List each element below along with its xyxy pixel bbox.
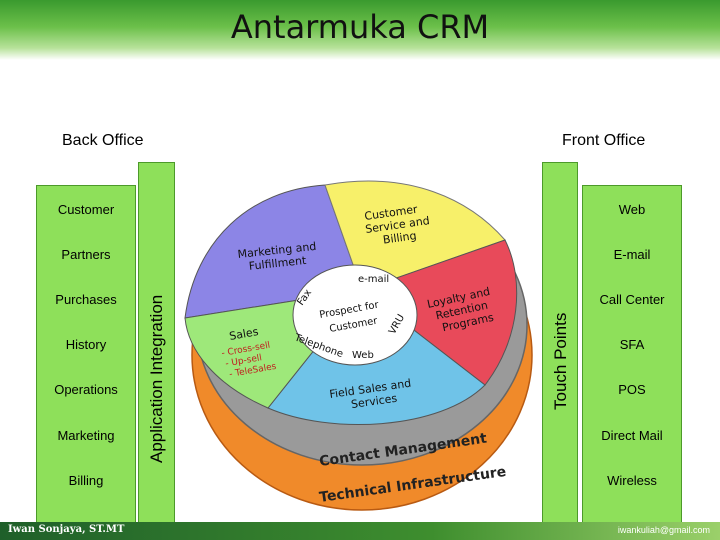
segment-customer-service	[324, 180, 506, 291]
back-office-item-partners: Partners	[61, 247, 111, 262]
sales-label: Sales	[228, 325, 259, 343]
back-office-item-history: History	[65, 337, 107, 352]
footer-email: iwankuliah@gmail.com	[617, 525, 710, 535]
center-web-label: Web	[352, 350, 374, 361]
loyalty-label: Loyalty andRetentionPrograms	[426, 285, 497, 336]
header-band	[0, 0, 720, 60]
back-office-item-customer: Customer	[57, 202, 115, 217]
front-office-item-direct-mail: Direct Mail	[601, 428, 663, 443]
application-integration-bar: Application Integration	[138, 162, 175, 524]
back-office-item-marketing: Marketing	[57, 428, 115, 443]
back-office-item-purchases: Purchases	[55, 292, 117, 307]
back-office-item-billing: Billing	[68, 473, 104, 488]
front-office-item-email: E-mail	[613, 247, 651, 262]
customer-service-label: CustomerService andBilling	[363, 201, 433, 249]
touch-points-bar: Touch Points	[542, 162, 578, 524]
footer-author: Iwan Sonjaya, ST.MT	[8, 524, 125, 535]
back-office-label: Back Office	[62, 132, 144, 149]
front-office-item-sfa: SFA	[619, 337, 645, 352]
back-office-item-operations: Operations	[54, 382, 118, 397]
front-office-item-web: Web	[618, 202, 646, 217]
front-office-label: Front Office	[562, 132, 646, 149]
marketing-label: Marketing andFulfillment	[237, 240, 318, 274]
front-office-item-wireless: Wireless	[607, 473, 657, 488]
page-title: Antarmuka CRM	[230, 8, 490, 46]
center-hub	[292, 264, 418, 366]
top-disc	[184, 180, 518, 425]
front-office-item-pos: POS	[618, 382, 646, 397]
front-office-item-call-center: Call Center	[599, 292, 665, 307]
segment-loyalty	[360, 239, 518, 386]
footer-bar: Iwan Sonjaya, ST.MT iwankuliah@gmail.com	[0, 522, 720, 540]
back-office-panel: Customer Partners Purchases History Oper…	[36, 185, 136, 524]
center-email-label: e-mail	[358, 274, 389, 285]
